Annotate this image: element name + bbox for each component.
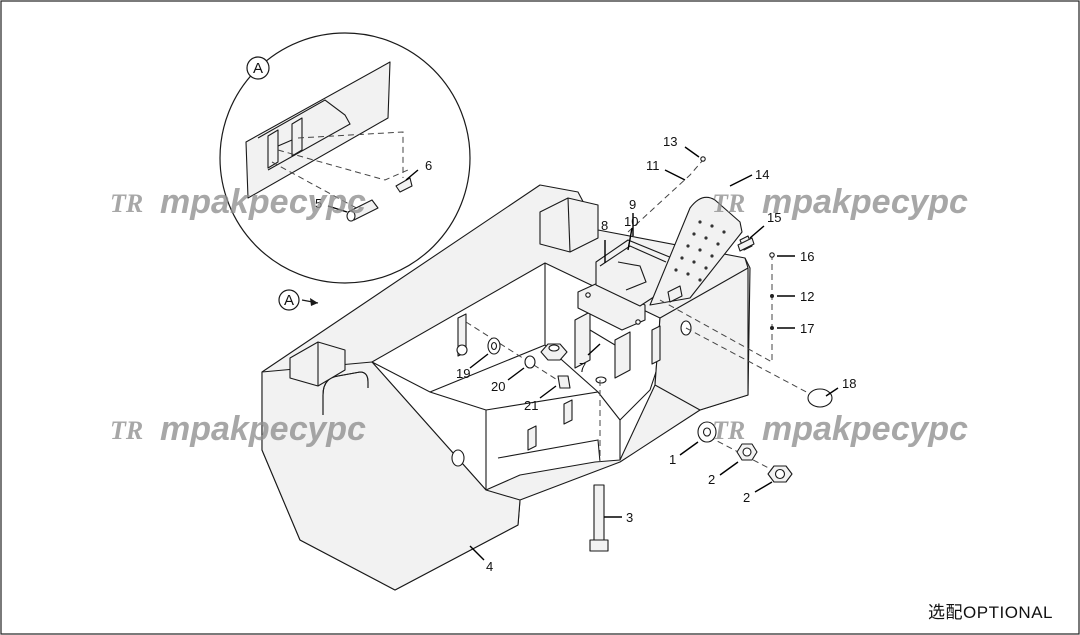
callout-13: 13 (663, 134, 677, 149)
detail-a-letter: A (253, 60, 263, 77)
callout-numbers: 6 5 8 9 10 13 11 14 15 16 12 17 18 1 2 2… (315, 134, 856, 574)
svg-text:трakресурс: трakресурс (762, 183, 968, 221)
svg-text:TR: TR (712, 416, 745, 445)
callout-1: 1 (669, 452, 676, 467)
dash-bolt-axis (627, 159, 704, 233)
hardware-parts (487, 156, 833, 552)
svg-text:TR: TR (110, 416, 143, 445)
callout-8: 8 (601, 218, 608, 233)
watermark-bottom-left: TR трakресурс (110, 410, 366, 448)
svg-text:трakресурс: трakресурс (160, 410, 366, 448)
callout-20: 20 (491, 379, 505, 394)
callout-16: 16 (800, 249, 814, 264)
dash-panel-axis (659, 252, 773, 363)
detail-a-view: A (219, 32, 471, 284)
callout-14: 14 (755, 167, 769, 182)
callout-5: 5 (315, 196, 322, 211)
view-a-letter: A (284, 292, 294, 309)
callout-leaders (327, 146, 839, 561)
svg-text:TR: TR (712, 189, 745, 218)
callout-3: 3 (626, 510, 633, 525)
callout-15: 15 (767, 210, 781, 225)
callout-12: 12 (800, 289, 814, 304)
watermark-top-left: TR трakресурс (110, 183, 366, 221)
detail-a-marker (246, 56, 270, 80)
callout-19: 19 (456, 366, 470, 381)
callout-21: 21 (524, 398, 538, 413)
dash-cap-axis (685, 327, 813, 396)
watermark-bottom-right: TR трakресурс (712, 410, 968, 448)
watermark-top-right: TR трakресурс (712, 183, 968, 221)
view-a-arrow: A (278, 289, 319, 311)
dash-washer-axis (465, 321, 571, 389)
optional-note: 选配OPTIONAL (928, 603, 1053, 622)
callout-6: 6 (425, 158, 432, 173)
svg-text:трakресурс: трakресурс (762, 410, 968, 448)
callout-4: 4 (486, 559, 493, 574)
callout-2a: 2 (708, 472, 715, 487)
svg-text:TR: TR (110, 189, 143, 218)
callout-7: 7 (579, 360, 586, 375)
callout-10: 10 (624, 214, 638, 229)
callout-18: 18 (842, 376, 856, 391)
callout-9: 9 (629, 197, 636, 212)
callout-17: 17 (800, 321, 814, 336)
callout-11: 11 (646, 158, 660, 173)
callout-2b: 2 (743, 490, 750, 505)
svg-text:трakресурс: трakресурс (160, 183, 366, 221)
